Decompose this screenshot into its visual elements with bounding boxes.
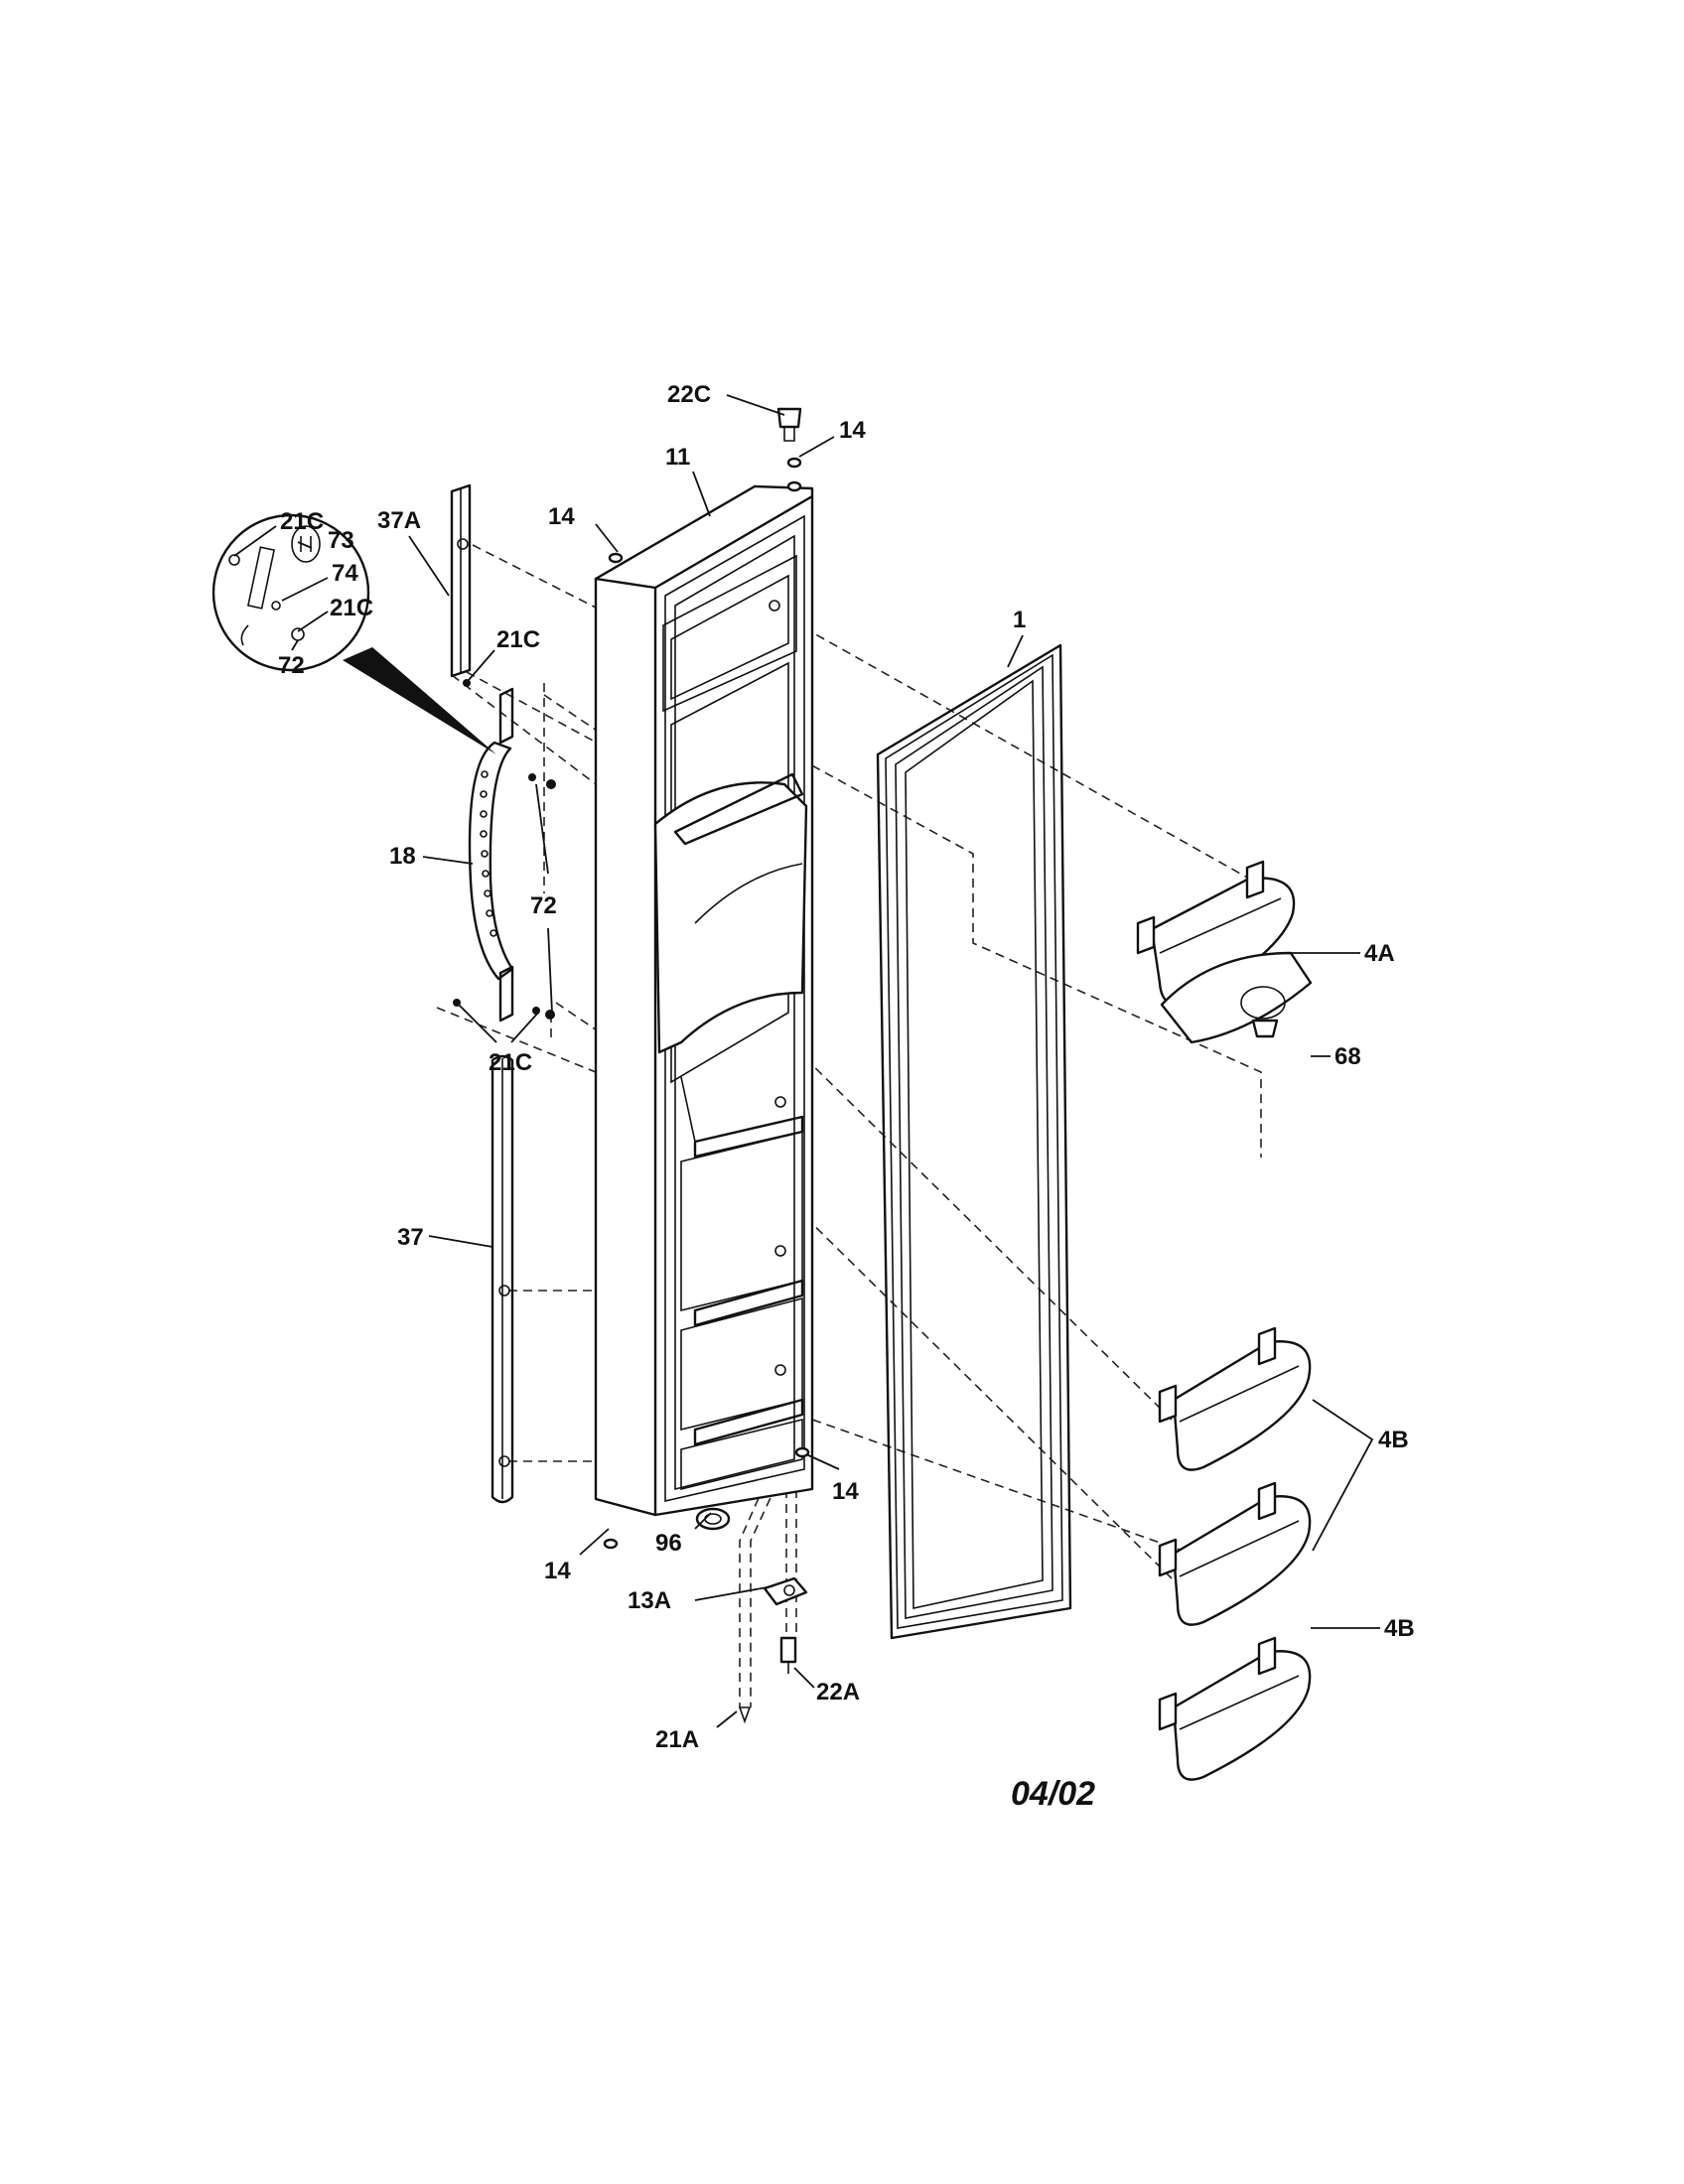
date-code: 04/02 [1011, 1775, 1095, 1813]
callout-73: 73 [328, 527, 354, 554]
inset-detail [211, 513, 496, 754]
callout-11: 11 [665, 444, 690, 471]
callout-14: 14 [544, 1558, 571, 1584]
callout-72: 72 [530, 892, 557, 919]
callout-96: 96 [655, 1530, 682, 1557]
bottom-hardware [603, 1446, 810, 1724]
callout-14: 14 [832, 1478, 859, 1505]
callout-14: 14 [839, 417, 866, 444]
callout-4a: 4A [1364, 940, 1395, 967]
top-hinge-pin-22c [608, 407, 802, 564]
callout-21c: 21C [280, 508, 324, 535]
callout-37a: 37A [377, 507, 421, 534]
trim-37a [450, 483, 472, 678]
alignment-lines [436, 544, 1262, 1707]
bin-4b-3 [1158, 1636, 1312, 1781]
callout-18: 18 [389, 843, 416, 870]
callout-74: 74 [332, 560, 358, 587]
callout-13a: 13A [628, 1587, 671, 1614]
callout-22a: 22A [816, 1679, 860, 1706]
callout-4b: 4B [1384, 1615, 1415, 1642]
bin-4b-2 [1158, 1481, 1312, 1626]
bin-4b-1 [1158, 1326, 1312, 1471]
door-11 [594, 484, 814, 1517]
callout-21c: 21C [330, 595, 373, 621]
callout-1: 1 [1013, 607, 1026, 633]
trim-37 [491, 1054, 514, 1504]
egg-tray-68 [1160, 951, 1313, 1044]
screws-21c [453, 679, 556, 1020]
callout-22c: 22C [667, 381, 711, 408]
callout-72: 72 [278, 652, 305, 679]
callout-14: 14 [548, 503, 575, 530]
callout-labels: 22C 14 11 14 37A 21C 73 74 21C 72 21C 1 … [278, 381, 1415, 1753]
callout-68: 68 [1334, 1043, 1361, 1070]
inset-pointer [343, 647, 496, 754]
callout-21a: 21A [655, 1726, 699, 1753]
leader-lines [233, 394, 1380, 1728]
gasket-1 [876, 643, 1072, 1640]
handle-18 [468, 687, 514, 1023]
callout-21c: 21C [496, 626, 540, 653]
door-bins-4b [1158, 1326, 1312, 1781]
callout-4b: 4B [1378, 1427, 1409, 1453]
callout-21c: 21C [489, 1049, 532, 1076]
callout-37: 37 [397, 1224, 424, 1251]
